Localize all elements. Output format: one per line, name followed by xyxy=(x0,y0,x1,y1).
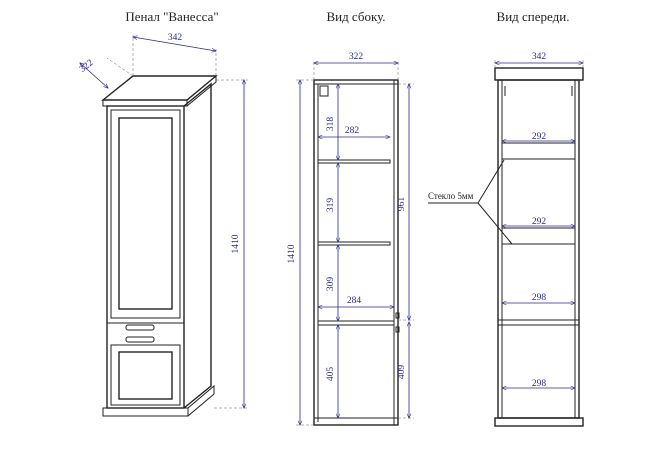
persp-width-dim-line xyxy=(133,37,216,51)
side-view: 322 1410 282 284 318 319 309 405 961 409 xyxy=(287,52,414,426)
upper-handle xyxy=(125,324,155,331)
front-shelf-3-label: 298 xyxy=(532,293,547,303)
persp-width-label: 342 xyxy=(168,33,183,43)
side-upper-door-label: 961 xyxy=(397,197,407,212)
front-view-title: Вид спереди. xyxy=(497,9,570,24)
front-glass-shelf-1 xyxy=(501,142,576,160)
plinth-side xyxy=(187,384,215,417)
persp-depth-label: 322 xyxy=(78,58,96,75)
front-shelf-4-label: 298 xyxy=(532,379,547,389)
perspective-view-title: Пенал "Ванесса" xyxy=(125,9,218,24)
side-lower-door-label: 409 xyxy=(397,365,407,380)
ext-line xyxy=(106,57,134,77)
cabinet-side-body xyxy=(183,82,212,409)
front-solid-shelf xyxy=(497,319,580,326)
upper-door xyxy=(110,109,181,319)
glass-leader-1 xyxy=(477,159,505,204)
hinge-icon xyxy=(319,85,329,97)
side-view-title: Вид сбоку. xyxy=(326,9,385,24)
front-glass-shelf-2 xyxy=(501,227,576,245)
glass-leader-2 xyxy=(477,202,513,245)
upper-door-glass-panel xyxy=(118,117,173,310)
front-shelf-1-label: 292 xyxy=(532,132,547,142)
front-view: 342 292 292 298 298 Стекло 5мм xyxy=(428,52,584,427)
side-shelf-top-label: 282 xyxy=(345,126,360,136)
glass-note: Стекло 5мм xyxy=(428,191,474,201)
side-body-outline xyxy=(313,79,399,426)
side-section-2-label: 319 xyxy=(326,198,336,213)
side-shelf-bottom-label: 284 xyxy=(347,296,362,306)
lower-door-panel xyxy=(118,351,173,400)
side-shelf-3 xyxy=(317,320,395,326)
side-handle-lower xyxy=(395,326,400,333)
side-section-3-label: 309 xyxy=(326,277,336,292)
side-shelf-2 xyxy=(317,241,391,246)
cabinet-crown-molding xyxy=(102,100,188,107)
front-top-cap xyxy=(494,67,584,81)
crown-side-edge xyxy=(186,76,217,107)
lower-handle xyxy=(125,336,155,343)
persp-height-label: 1410 xyxy=(231,234,241,253)
side-section-4-label: 405 xyxy=(326,367,336,382)
front-shelf-2-label: 292 xyxy=(532,217,547,227)
front-body-outline xyxy=(497,79,580,419)
cabinet-plinth xyxy=(102,407,189,417)
side-shelf-1 xyxy=(317,159,391,164)
persp-depth-dim-line xyxy=(80,63,108,88)
lower-door xyxy=(110,344,181,406)
side-depth-label: 322 xyxy=(349,52,364,62)
side-section-1-label: 318 xyxy=(326,117,336,132)
front-width-label: 342 xyxy=(532,52,547,62)
perspective-view: 342 322 1410 xyxy=(78,33,248,417)
front-plinth xyxy=(494,417,584,427)
side-height-label: 1410 xyxy=(287,244,297,263)
side-handle-upper xyxy=(395,312,400,319)
